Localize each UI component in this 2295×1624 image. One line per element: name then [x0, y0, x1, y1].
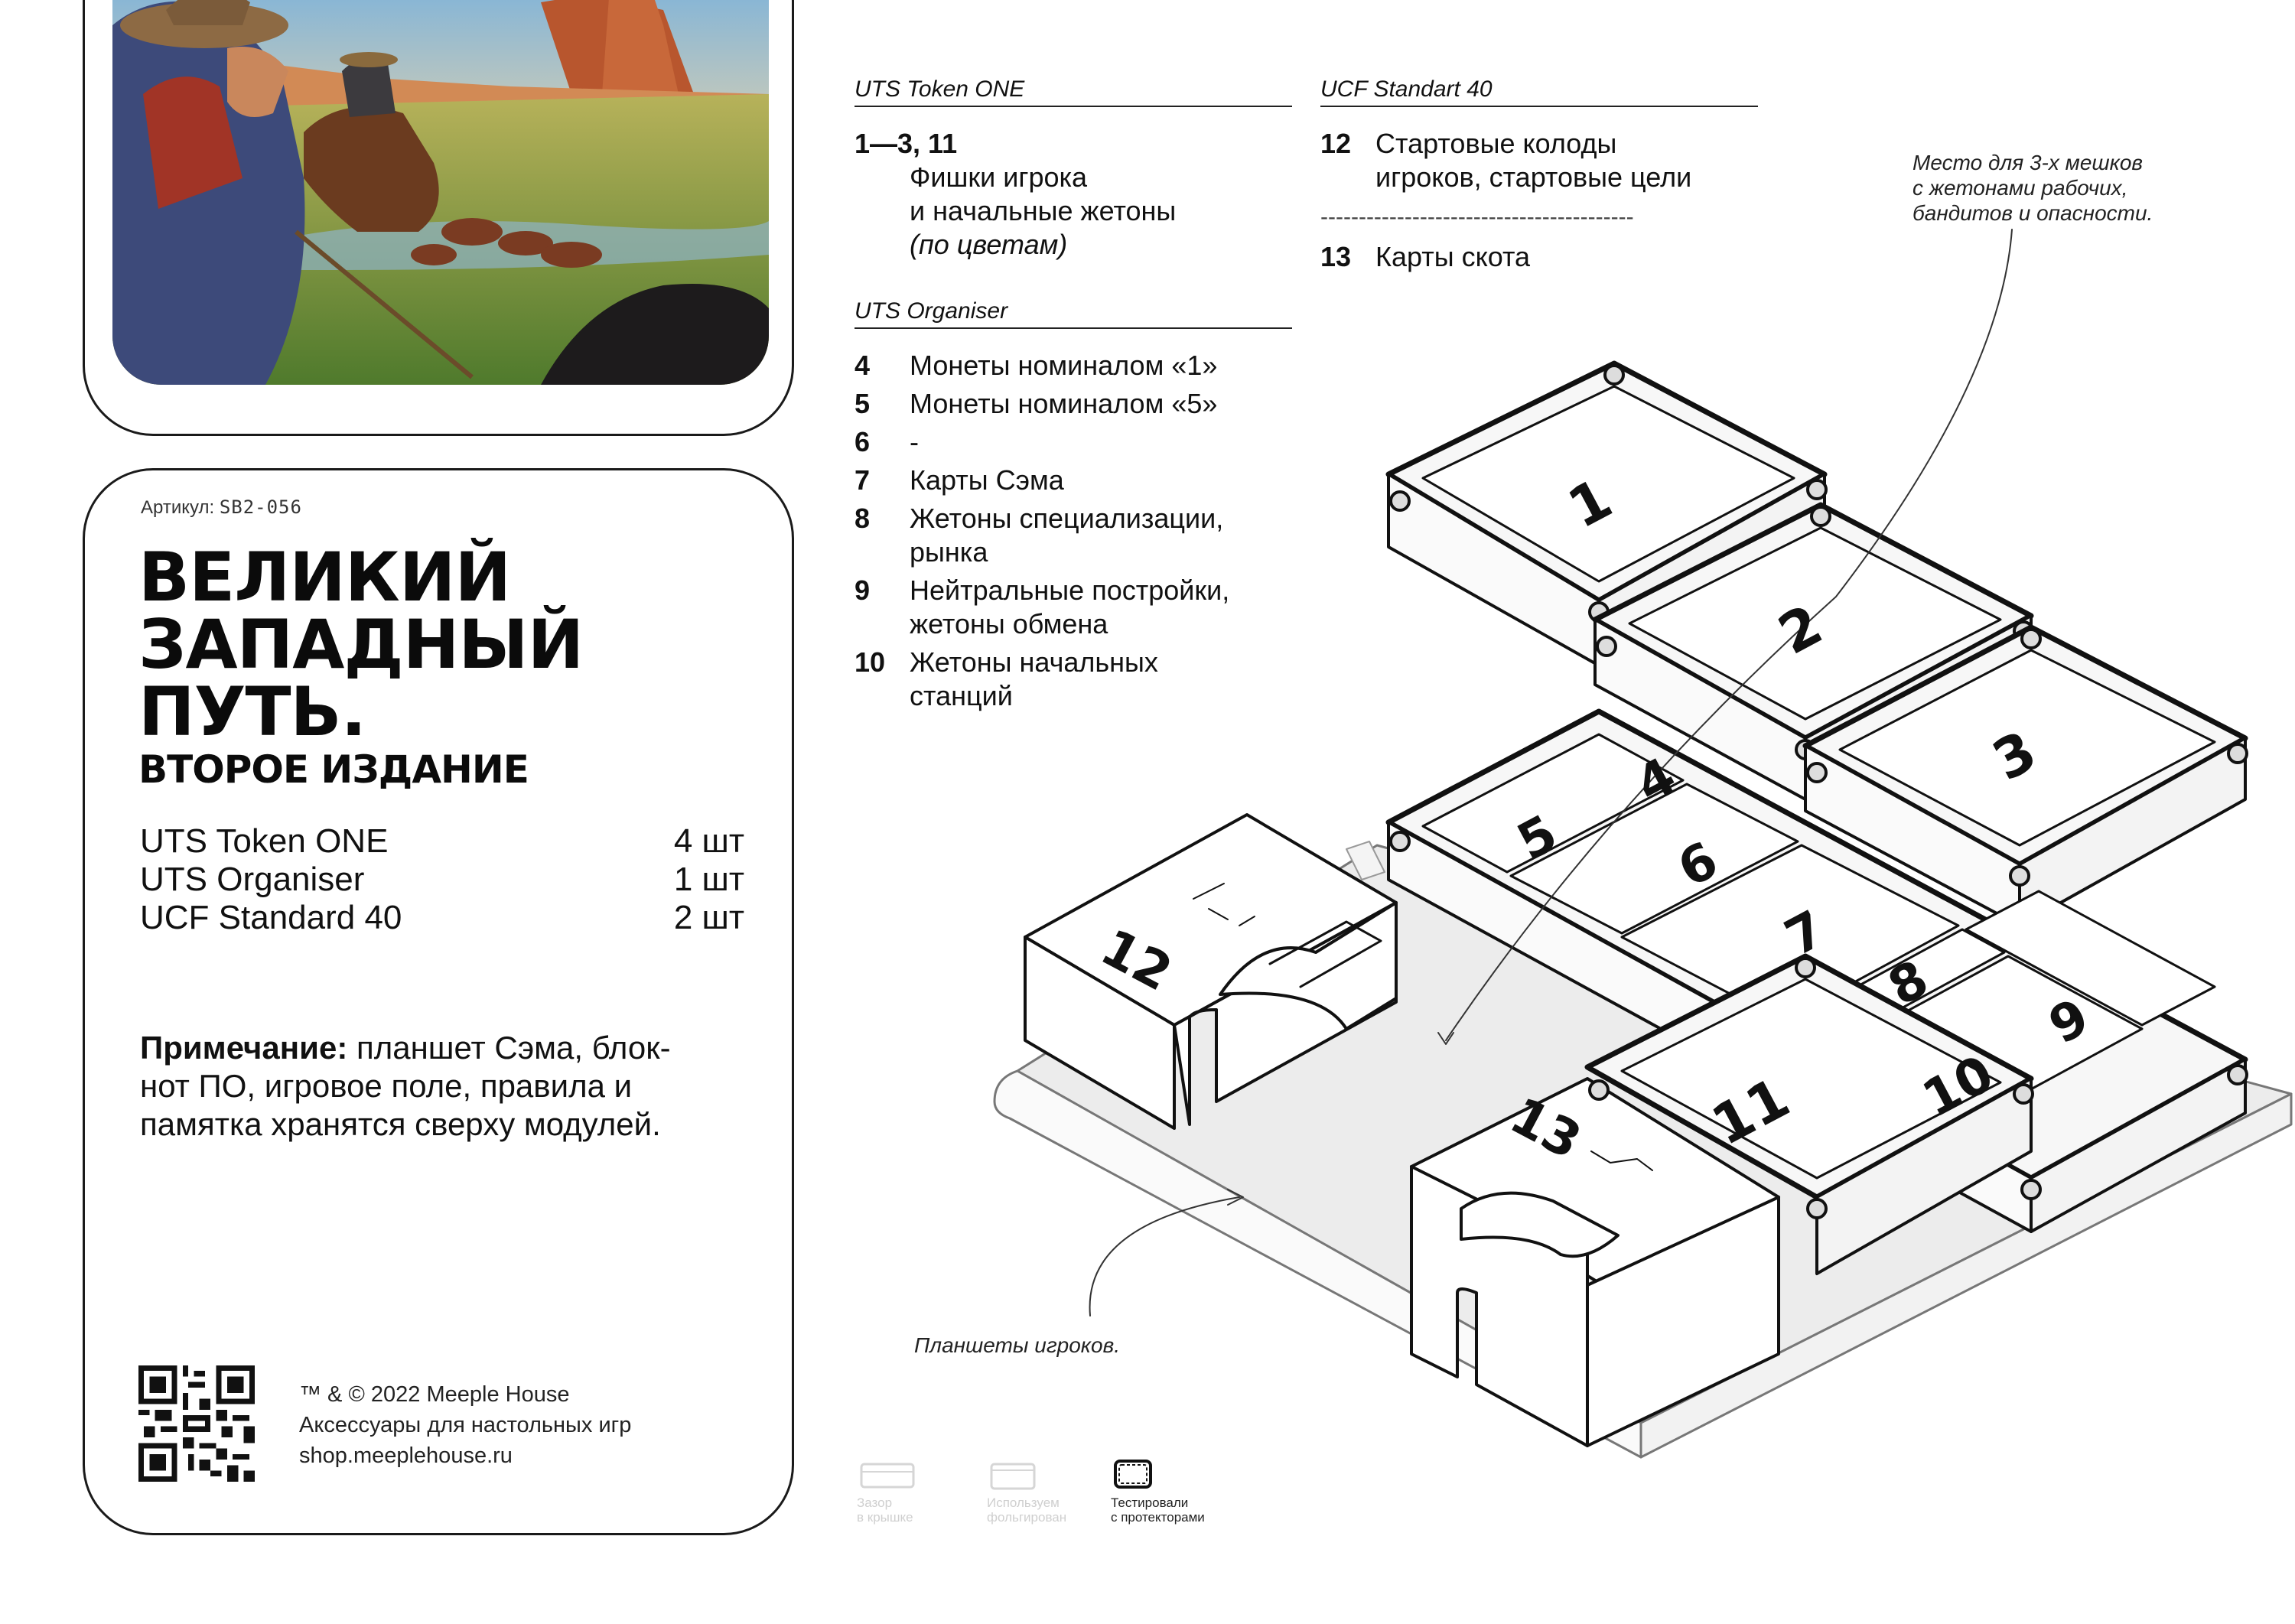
module-qty: 4 шт — [673, 822, 744, 860]
module-row: UTS Token ONE 4 шт — [140, 822, 744, 861]
cowboy-illustration — [112, 0, 769, 385]
legend-number: 1—3, 11 — [855, 128, 958, 159]
sku-line: Артикул: SB2-056 — [141, 496, 302, 519]
legend-list-organiser: 4 Монеты номиналом «1» 5 Монеты номинало… — [855, 349, 1329, 713]
module-name: UCF Standard 40 — [140, 899, 402, 936]
module-qty: 2 шт — [673, 899, 744, 936]
status-foil: Используем фольгирован — [987, 1461, 1102, 1525]
callout-player-boards: Планшеты игроков. — [914, 1333, 1120, 1357]
legend-item: 7 Карты Сэма — [855, 464, 1329, 497]
tray-3 — [1802, 624, 2248, 927]
legend-text: рынка — [910, 536, 988, 568]
dashed-divider: ----------------------------------------… — [1320, 204, 1634, 229]
legend-text: игроков, стартовые цели — [1375, 161, 1692, 193]
legend-item: 13 Карты скота — [1320, 240, 1779, 274]
legend-text: Нейтральные постройки, — [910, 574, 1230, 606]
legend-number: 8 — [855, 503, 871, 534]
tagline-text: Аксессуары для настольных игр — [299, 1413, 632, 1437]
legend-text: Жетоны специализации, — [910, 503, 1224, 534]
website-link[interactable]: shop.meeplehouse.ru — [299, 1443, 513, 1468]
status-label: Тестировали — [1111, 1495, 1189, 1510]
note-text: нот ПО, игровое поле, правила и — [140, 1068, 633, 1104]
status-gap-lid: Зазор в крышке — [857, 1461, 964, 1525]
status-label: Используем — [987, 1495, 1060, 1510]
note-label: Примечание: — [140, 1030, 348, 1066]
qr-code[interactable] — [138, 1365, 255, 1482]
sku-label: Артикул: — [141, 497, 215, 518]
footer-info: ™ & © 2022 Meeple House Аксессуары для н… — [299, 1379, 631, 1471]
status-label: фольгирован — [987, 1510, 1067, 1525]
box-12 — [1024, 813, 1398, 1130]
legend-number: 12 — [1320, 128, 1352, 159]
legend-number: 10 — [855, 646, 886, 678]
legend-text: Карты Сэма — [910, 464, 1064, 496]
callout-line: Место для 3-х мешков — [1912, 151, 2144, 174]
legend-text: и начальные жетоны — [910, 195, 1177, 226]
legend-item: 9 Нейтральные постройки,жетоны обмена — [855, 574, 1329, 641]
module-row: UCF Standard 40 2 шт — [140, 899, 744, 937]
legend-item: 8 Жетоны специализации,рынка — [855, 502, 1329, 569]
box-13 — [1410, 1077, 1780, 1447]
product-info-card: Артикул: SB2-056 ВЕЛИКИЙ ЗАПАДНЫЙ ПУТЬ. … — [83, 468, 794, 1535]
callout-line: бандитов и опасности. — [1912, 201, 2153, 225]
artwork-card — [83, 0, 794, 436]
legend-text: жетоны обмена — [910, 608, 1108, 640]
status-label: с протекторами — [1111, 1510, 1205, 1525]
section-heading-standart: UCF Standart 40 — [1320, 76, 1758, 107]
cover-artwork — [112, 0, 769, 385]
legend-text: Карты скота — [1375, 241, 1531, 272]
section-heading-organiser: UTS Organiser — [855, 298, 1292, 329]
title-line: ЗАПАДНЫЙ — [138, 605, 584, 684]
legend-text: Жетоны начальных — [910, 646, 1158, 678]
callout-line: с жетонами рабочих, — [1912, 176, 2128, 200]
legend-text: - — [910, 426, 919, 457]
module-name: UTS Organiser — [140, 861, 365, 898]
product-subtitle: ВТОРОЕ ИЗДАНИЕ — [138, 747, 529, 792]
title-line: ВЕЛИКИЙ — [138, 538, 511, 617]
legend-text: Монеты номиналом «1» — [910, 350, 1218, 381]
card-sleeve-icon — [1114, 1460, 1152, 1489]
legend-text: (по цветам) — [910, 229, 1068, 260]
module-row: UTS Organiser 1 шт — [140, 861, 744, 899]
legend-number: 4 — [855, 350, 871, 381]
legend-item-token-one: 1—3, 11 Фишки игрока и начальные жетоны … — [855, 127, 1176, 262]
legend-number: 5 — [855, 388, 871, 419]
legend-text: Монеты номиналом «5» — [910, 388, 1218, 419]
module-name: UTS Token ONE — [140, 822, 389, 860]
note-text: памятка хранятся сверху модулей. — [140, 1106, 661, 1142]
legend-number: 6 — [855, 426, 871, 457]
lid-gap-icon — [860, 1463, 915, 1489]
module-qty: 1 шт — [673, 861, 744, 898]
tray-11 — [1584, 953, 2034, 1275]
legend-item: 6 - — [855, 425, 1329, 459]
legend-number: 13 — [1320, 241, 1352, 272]
legend-text: станций — [910, 680, 1013, 711]
section-heading-token-one: UTS Token ONE — [855, 76, 1292, 107]
legend-item: 4 Монеты номиналом «1» — [855, 349, 1329, 382]
sku-code: SB2-056 — [219, 496, 302, 518]
legend-text: Фишки игрока — [910, 161, 1088, 193]
legend-number: 9 — [855, 574, 871, 606]
copyright-text: ™ & © 2022 Meeple House — [299, 1382, 570, 1407]
status-label: Зазор — [857, 1495, 893, 1510]
foil-card-icon — [990, 1463, 1036, 1490]
status-label: в крышке — [857, 1510, 913, 1525]
legend-number: 7 — [855, 464, 871, 496]
callout-bags: Место для 3-х мешков с жетонами рабочих,… — [1912, 150, 2153, 226]
note-block: Примечание: планшет Сэма, блок- нот ПО, … — [140, 1029, 752, 1144]
legend-item: 5 Монеты номиналом «5» — [855, 387, 1329, 421]
module-list: UTS Token ONE 4 шт UTS Organiser 1 шт UC… — [140, 822, 744, 937]
status-sleeves: Тестировали с протекторами — [1111, 1458, 1264, 1525]
product-title: ВЕЛИКИЙ ЗАПАДНЫЙ ПУТЬ. — [138, 544, 766, 746]
note-text: планшет Сэма, блок- — [356, 1030, 671, 1066]
legend-text: Стартовые колоды — [1375, 128, 1617, 159]
title-line: ПУТЬ. — [138, 672, 366, 751]
